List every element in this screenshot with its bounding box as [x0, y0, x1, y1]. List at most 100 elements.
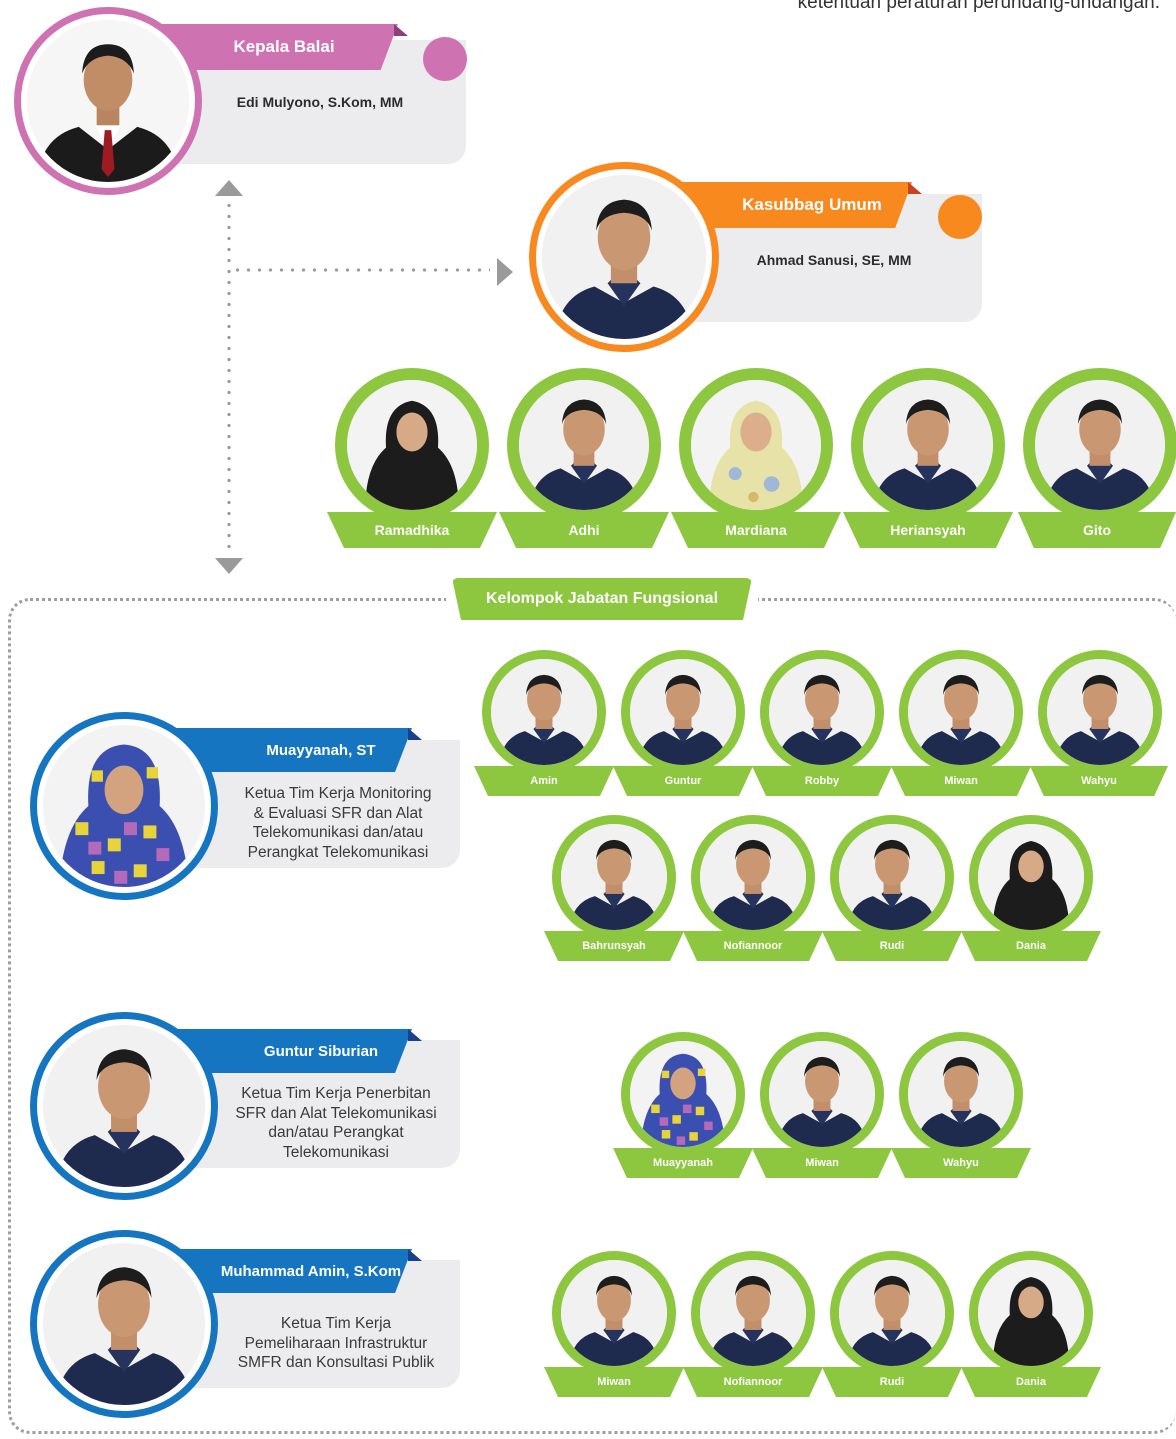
member-name: Miwan: [944, 775, 978, 787]
team-member: Amin: [474, 650, 614, 796]
member-name: Dania: [1016, 1376, 1046, 1388]
team-member: Nofiannoor: [683, 815, 823, 961]
functional-group-label: Kelompok Jabatan Fungsional: [452, 578, 752, 620]
member-name: Miwan: [805, 1157, 839, 1169]
connector-arrow-down: [215, 558, 243, 574]
staff-name: Ramadhika: [374, 522, 450, 538]
team-member-portrait-image: [908, 659, 1014, 765]
head-photo: [27, 20, 189, 182]
member-name: Dania: [1016, 940, 1046, 952]
team-member-portrait-image: [491, 659, 597, 765]
admin-card: Ahmad Sanusi, SE, MM: [676, 194, 982, 322]
staff-photo: [1035, 380, 1165, 510]
staff-portrait-image: [863, 380, 993, 510]
team-member-portrait-image: [978, 1260, 1084, 1366]
head-ribbon-fold: [394, 24, 408, 36]
team2-ribbon: Guntur Siburian: [170, 1029, 412, 1073]
staff-name: Gito: [1083, 522, 1111, 538]
intro-text-fragment: ketentuan peraturan perundang-undangan.: [797, 0, 1160, 13]
team1-photo-frame: [30, 712, 218, 900]
staff-portrait-image: [519, 380, 649, 510]
staff-portrait-image: [347, 380, 477, 510]
team3-portrait-image: [43, 1243, 205, 1405]
team3-leader-name: Muhammad Amin, S.Kom: [220, 1262, 402, 1280]
team3-ribbon-fold: [408, 1249, 422, 1261]
team-member-portrait-image: [630, 1041, 736, 1147]
staff-name-plate: Heriansyah: [843, 512, 1013, 548]
team-member-portrait-image: [1047, 659, 1153, 765]
connector-vertical: [227, 200, 231, 548]
staff-name-plate: Ramadhika: [327, 512, 497, 548]
team1-desc: Ketua Tim Kerja Monitoring & Evaluasi SF…: [244, 785, 432, 861]
team-member-portrait-image: [700, 1260, 806, 1366]
member-name: Nofiannoor: [723, 1376, 783, 1388]
member-name: Miwan: [597, 1376, 631, 1388]
team-member-portrait-image: [630, 659, 736, 765]
connector-arrow-right: [497, 258, 513, 286]
member-name: Wahyu: [1081, 775, 1117, 787]
head-accent-dot: [423, 37, 467, 81]
staff-portrait-image: [1035, 380, 1165, 510]
staff-name-plate: Adhi: [499, 512, 669, 548]
staff-portrait-image: [691, 380, 821, 510]
team-member-portrait-image: [561, 824, 667, 930]
team2-ribbon-fold: [408, 1029, 422, 1041]
member-name: Rudi: [879, 940, 905, 952]
team-member: Bahrunsyah: [544, 815, 684, 961]
staff-photo: [347, 380, 477, 510]
team-member: Rudi: [822, 1251, 962, 1397]
team1-leader-name: Muayyanah, ST: [266, 741, 376, 759]
staff-name-plate: Gito: [1018, 512, 1176, 548]
team-member: Muayyanah: [613, 1032, 753, 1178]
admin-photo: [542, 175, 706, 339]
staff-member: Heriansyah: [843, 368, 1013, 550]
staff-name: Mardiana: [725, 522, 787, 538]
team2-photo: [43, 1025, 205, 1187]
member-name: Bahrunsyah: [582, 940, 646, 952]
admin-ribbon-fold: [908, 182, 922, 194]
member-name: Amin: [530, 775, 558, 787]
connector-arrow-up: [215, 180, 243, 196]
team-member-portrait-image: [978, 824, 1084, 930]
team-member-portrait-image: [769, 659, 875, 765]
staff-photo: [691, 380, 821, 510]
team3-desc: Ketua Tim Kerja Pemeliharaan Infrastrukt…: [237, 1315, 435, 1371]
head-name: Edi Mulyono, S.Kom, MM: [236, 94, 404, 110]
team-member-portrait-image: [839, 824, 945, 930]
admin-name: Ahmad Sanusi, SE, MM: [756, 252, 912, 268]
team-member: Miwan: [752, 1032, 892, 1178]
admin-accent-dot: [938, 195, 982, 239]
member-name: Wahyu: [943, 1157, 979, 1169]
team-member: Wahyu: [1030, 650, 1168, 796]
staff-name: Adhi: [568, 522, 600, 538]
team-member: Guntur: [613, 650, 753, 796]
team-member: Miwan: [544, 1251, 684, 1397]
team1-photo: [43, 725, 205, 887]
team1-portrait-image: [43, 725, 205, 887]
team-member-portrait-image: [839, 1260, 945, 1366]
team-member-portrait-image: [769, 1041, 875, 1147]
team-member-portrait-image: [700, 824, 806, 930]
admin-title: Kasubbag Umum: [742, 195, 882, 214]
team2-desc: Ketua Tim Kerja Penerbitan SFR dan Alat …: [235, 1085, 437, 1161]
staff-member: Adhi: [499, 368, 669, 550]
functional-group-title: Kelompok Jabatan Fungsional: [485, 590, 719, 607]
team-member: Wahyu: [891, 1032, 1031, 1178]
team-member: Dania: [961, 815, 1101, 961]
member-name: Guntur: [664, 775, 702, 787]
team1-ribbon: Muayyanah, ST: [170, 728, 412, 772]
team-member: Rudi: [822, 815, 962, 961]
team-member-portrait-image: [561, 1260, 667, 1366]
member-name: Muayyanah: [653, 1157, 713, 1169]
staff-photo: [519, 380, 649, 510]
team3-ribbon: Muhammad Amin, S.Kom: [170, 1249, 412, 1293]
staff-photo: [863, 380, 993, 510]
team2-photo-frame: [30, 1012, 218, 1200]
team2-leader-name: Guntur Siburian: [263, 1042, 379, 1060]
head-title: Kepala Balai: [233, 37, 335, 56]
team3-photo-frame: [30, 1230, 218, 1418]
team1-ribbon-fold: [408, 728, 422, 740]
team-member-portrait-image: [908, 1041, 1014, 1147]
member-name: Nofiannoor: [723, 940, 783, 952]
team-member: Miwan: [891, 650, 1031, 796]
